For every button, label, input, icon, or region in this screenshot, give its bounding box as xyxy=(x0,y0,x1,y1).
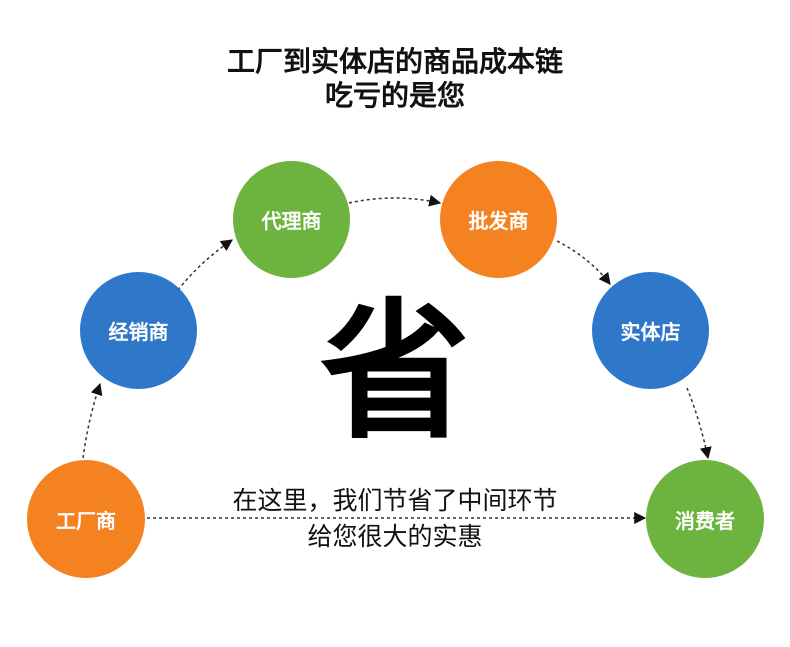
node-agent: 代理商 xyxy=(233,161,350,278)
title-line-1: 工厂到实体店的商品成本链 xyxy=(226,45,563,78)
node-factory: 工厂商 xyxy=(27,460,145,578)
note-line-1: 在这里，我们节省了中间环节 xyxy=(232,486,558,515)
node-store: 实体店 xyxy=(592,272,709,389)
node-store-label: 实体店 xyxy=(620,320,681,344)
node-distributor: 经销商 xyxy=(80,272,197,389)
note-line-2: 给您很大的实惠 xyxy=(307,522,483,551)
arrow-wholesaler-to-store xyxy=(556,240,611,285)
node-agent-label: 代理商 xyxy=(261,209,322,233)
node-factory-label: 工厂商 xyxy=(56,508,116,533)
arrow-store-to-consumer xyxy=(686,387,712,460)
arrow-factory-to-distributor xyxy=(82,382,103,459)
node-wholesaler: 批发商 xyxy=(440,161,557,278)
node-distributor-label: 经销商 xyxy=(108,320,169,344)
arrow-distributor-to-agent xyxy=(177,239,233,291)
node-consumer: 消费者 xyxy=(646,460,764,578)
node-consumer-label: 消费者 xyxy=(675,508,735,533)
arrow-agent-to-wholesaler xyxy=(348,194,442,207)
save-character: 省 xyxy=(319,286,470,460)
title-line-2: 吃亏的是您 xyxy=(324,79,465,112)
node-wholesaler-label: 批发商 xyxy=(468,209,529,233)
